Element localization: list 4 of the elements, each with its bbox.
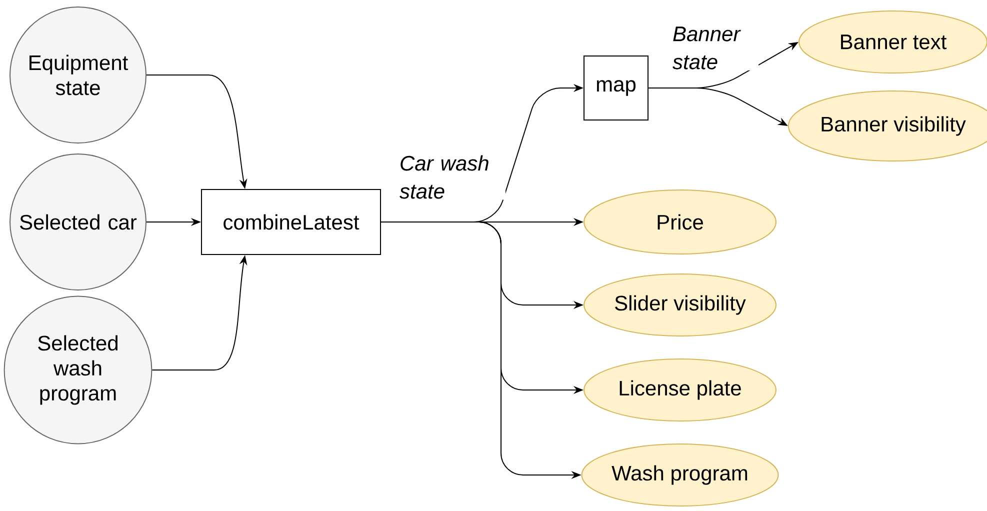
edge-label: Car wash state (398, 154, 506, 200)
operator-box: combineLatest (201, 189, 381, 255)
edge-label: Banner state (672, 26, 758, 70)
operator-box: map (584, 56, 648, 120)
